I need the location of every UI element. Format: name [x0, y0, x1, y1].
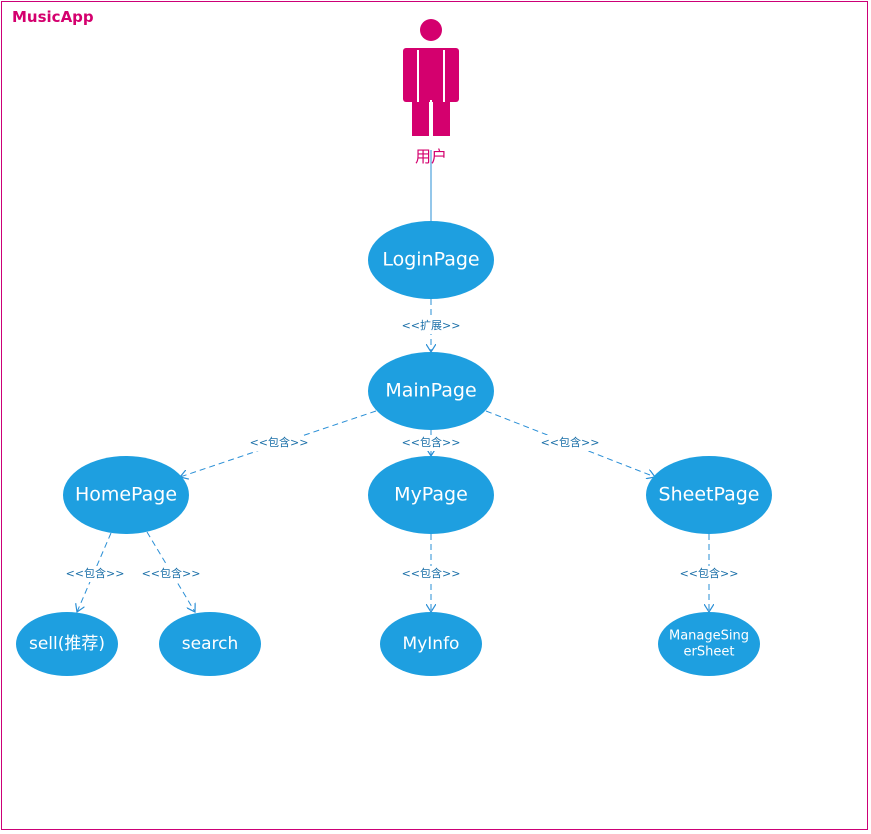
usecase-label: sell(推荐) — [29, 634, 105, 654]
relation-label: <<包含>> — [250, 435, 309, 449]
usecase-login[interactable]: LoginPage — [368, 221, 494, 299]
usecase-home[interactable]: HomePage — [63, 456, 189, 534]
usecase-ellipse — [368, 352, 494, 430]
app-title: MusicApp — [12, 8, 94, 26]
person-icon — [403, 19, 459, 136]
relation-label-background — [685, 566, 733, 582]
usecase-ellipse — [658, 612, 760, 676]
usecase-label: LoginPage — [382, 249, 479, 271]
usecase-search[interactable]: search — [159, 612, 261, 676]
relation-home-search — [146, 531, 195, 612]
usecase-label: search — [182, 634, 238, 654]
usecase-main[interactable]: MainPage — [368, 352, 494, 430]
usecase-label: MyPage — [394, 484, 468, 506]
usecase-ellipse — [646, 456, 772, 534]
actor[interactable]: 用户 — [403, 19, 459, 166]
usecase-label: SheetPage — [659, 484, 760, 506]
actor-name: 用户 — [415, 147, 447, 166]
usecase-label-line: ManageSing — [669, 629, 749, 644]
relation-label: <<包含>> — [541, 435, 600, 449]
relation-label: <<包含>> — [402, 435, 461, 449]
relation-label-background — [407, 566, 455, 582]
usecase-sell[interactable]: sell(推荐) — [16, 612, 118, 676]
usecase-label: MainPage — [385, 380, 476, 402]
relation-label-background — [147, 566, 195, 582]
relation-label-background — [255, 435, 303, 451]
relation-label: <<包含>> — [66, 566, 125, 580]
relation-label-background — [407, 318, 455, 334]
usecase-label: HomePage — [75, 484, 177, 506]
usecase-ellipse — [63, 456, 189, 534]
usecase-ellipse — [16, 612, 118, 676]
relation-label: <<包含>> — [402, 566, 461, 580]
usecase-label: MyInfo — [403, 634, 460, 654]
usecase-sheet[interactable]: SheetPage — [646, 456, 772, 534]
relation-label: <<扩展>> — [402, 318, 461, 332]
relation-label: <<包含>> — [142, 566, 201, 580]
usecase-ellipse — [368, 221, 494, 299]
relation-label-background — [546, 435, 594, 451]
relation-label: <<包含>> — [680, 566, 739, 580]
usecase-ellipse — [380, 612, 482, 676]
usecase-ellipse — [368, 456, 494, 534]
usecase-mypage[interactable]: MyPage — [368, 456, 494, 534]
usecase-myinfo[interactable]: MyInfo — [380, 612, 482, 676]
relation-label-background — [407, 435, 455, 451]
usecase-label-line: erSheet — [684, 645, 735, 660]
usecase-ellipse — [159, 612, 261, 676]
relation-label-background — [71, 566, 119, 582]
